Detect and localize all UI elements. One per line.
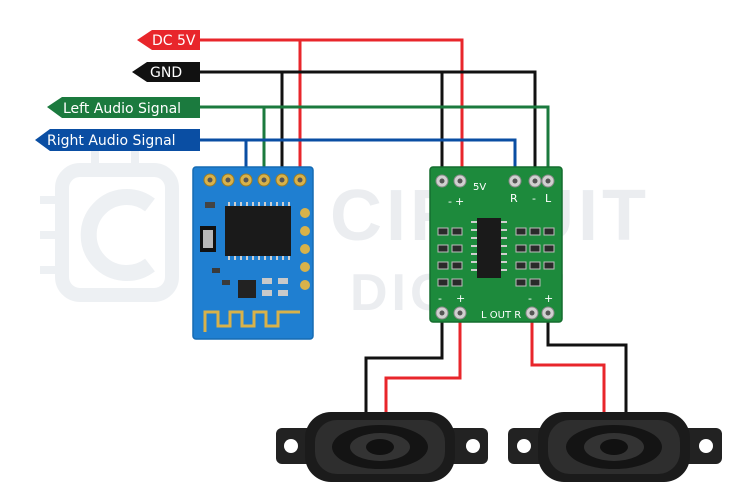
amp-pin-5v-label: 5V bbox=[473, 182, 486, 193]
wire-gnd bbox=[195, 70, 537, 180]
label-left-audio-text: Left Audio Signal bbox=[63, 101, 181, 117]
wire-spk-left-neg bbox=[364, 316, 444, 415]
bt-small-chip bbox=[238, 280, 256, 298]
label-gnd: GND bbox=[132, 62, 200, 82]
amp-ic-chip bbox=[471, 218, 507, 278]
label-dc5v: DC 5V bbox=[137, 30, 200, 50]
amp-smd-components bbox=[437, 227, 555, 287]
speaker-left bbox=[276, 412, 488, 482]
watermark-logo-icon bbox=[40, 150, 179, 302]
wire-spk-right-neg bbox=[546, 316, 628, 415]
amp-pin-g-label: - bbox=[532, 192, 536, 205]
wire-left-audio bbox=[195, 105, 550, 180]
amp-out-plus-l-label: + bbox=[456, 292, 465, 305]
bt-ic-chip bbox=[225, 202, 291, 260]
label-right-audio: Right Audio Signal bbox=[35, 129, 200, 151]
amp-pin-r-label: R bbox=[510, 192, 518, 205]
wire-spk-left-pos bbox=[384, 316, 462, 415]
bt-top-pins bbox=[203, 173, 307, 187]
bt-antenna-trace bbox=[203, 310, 300, 332]
amp-pin-plus-label: + bbox=[455, 195, 464, 208]
wire-dc5v bbox=[195, 38, 464, 180]
amp-out-plus-r-label: + bbox=[544, 292, 553, 305]
amp-out-minus-l-label: - bbox=[438, 292, 442, 305]
amp-pin-l-label: L bbox=[545, 192, 552, 205]
amp-input-pins bbox=[435, 174, 555, 188]
amp-pin-minus-label: - bbox=[448, 195, 452, 208]
label-gnd-text: GND bbox=[150, 65, 182, 81]
wire-spk-right-pos bbox=[530, 316, 606, 415]
bluetooth-module bbox=[192, 166, 314, 340]
amp-out-minus-r-label: - bbox=[528, 292, 532, 305]
label-right-audio-text: Right Audio Signal bbox=[47, 133, 176, 149]
amplifier-board: - + 5V R - L bbox=[429, 166, 563, 323]
label-dc5v-text: DC 5V bbox=[152, 33, 196, 49]
bt-side-pins bbox=[300, 208, 310, 290]
label-left-audio: Left Audio Signal bbox=[47, 97, 200, 118]
amp-out-label: L OUT R bbox=[481, 310, 521, 321]
wires bbox=[195, 38, 628, 415]
speaker-right bbox=[508, 412, 722, 482]
amp-output-pins bbox=[435, 306, 555, 320]
